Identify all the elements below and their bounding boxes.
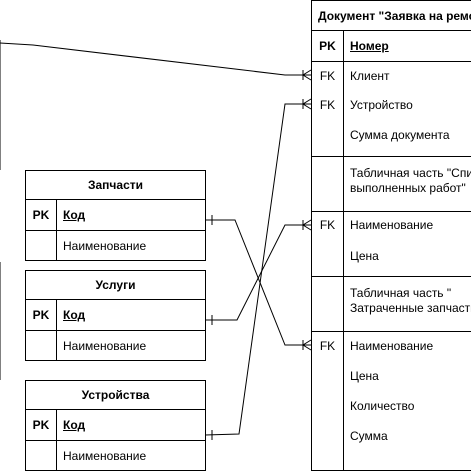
document-table: Документ "Заявка на ремо PK Номер FK Кли… <box>311 0 471 471</box>
entity-title: Запчасти <box>26 171 205 200</box>
entity-parts: Запчасти PK Код Наименование <box>25 170 206 261</box>
entity-title: Устройства <box>26 381 205 410</box>
code-field: Код <box>63 308 86 322</box>
entity-services: Услуги PK Код Наименование <box>25 270 206 361</box>
code-field: Код <box>63 418 86 432</box>
name-field: Наименование <box>63 338 147 353</box>
part-qty-field: Количество <box>350 399 415 413</box>
device-field: Устройство <box>350 98 413 112</box>
tabular-part-title: Табличная часть "Спи <box>350 166 471 180</box>
tabular-part-title: Табличная часть " <box>350 286 452 300</box>
pk-key: PK <box>26 200 57 230</box>
device-relation-line <box>204 103 311 436</box>
service-price-field: Цена <box>350 249 379 263</box>
client-field: Клиент <box>350 69 390 83</box>
entity-devices: Устройства PK Код Наименование <box>25 380 206 471</box>
entity-row: PK Код <box>26 300 205 330</box>
service-name-field: Наименование <box>350 218 434 232</box>
part-price-field: Цена <box>350 369 379 383</box>
pk-key: PK <box>26 300 57 330</box>
part-relation-line <box>205 219 311 346</box>
name-field: Наименование <box>63 238 147 253</box>
pk-key: PK <box>319 39 336 53</box>
document-title: Документ "Заявка на ремо <box>312 1 471 31</box>
tabular-part-title: Затраченные запчасти <box>350 301 471 315</box>
part-name-field: Наименование <box>350 339 434 353</box>
tabular-part-title: выполненных работ" <box>350 181 466 195</box>
fk-key: FK <box>319 339 336 353</box>
client-relation-line <box>0 42 311 76</box>
fk-key: FK <box>319 218 336 232</box>
fk-key: FK <box>319 69 336 83</box>
entity-row: Наименование <box>26 230 205 260</box>
fk-key: FK <box>319 98 336 112</box>
pk-key: PK <box>26 410 57 440</box>
name-field: Наименование <box>63 448 147 463</box>
entity-row: Наименование <box>26 440 205 470</box>
code-field: Код <box>63 208 86 222</box>
sum-field: Сумма документа <box>350 128 450 142</box>
entity-title: Услуги <box>26 271 205 300</box>
part-sum-field: Сумма <box>350 429 388 443</box>
entity-row: Наименование <box>26 330 205 360</box>
entity-row: PK Код <box>26 200 205 230</box>
entity-row: PK Код <box>26 410 205 440</box>
crowfoot-icons <box>302 69 312 351</box>
service-relation-line <box>205 224 311 321</box>
number-field: Номер <box>350 39 389 53</box>
